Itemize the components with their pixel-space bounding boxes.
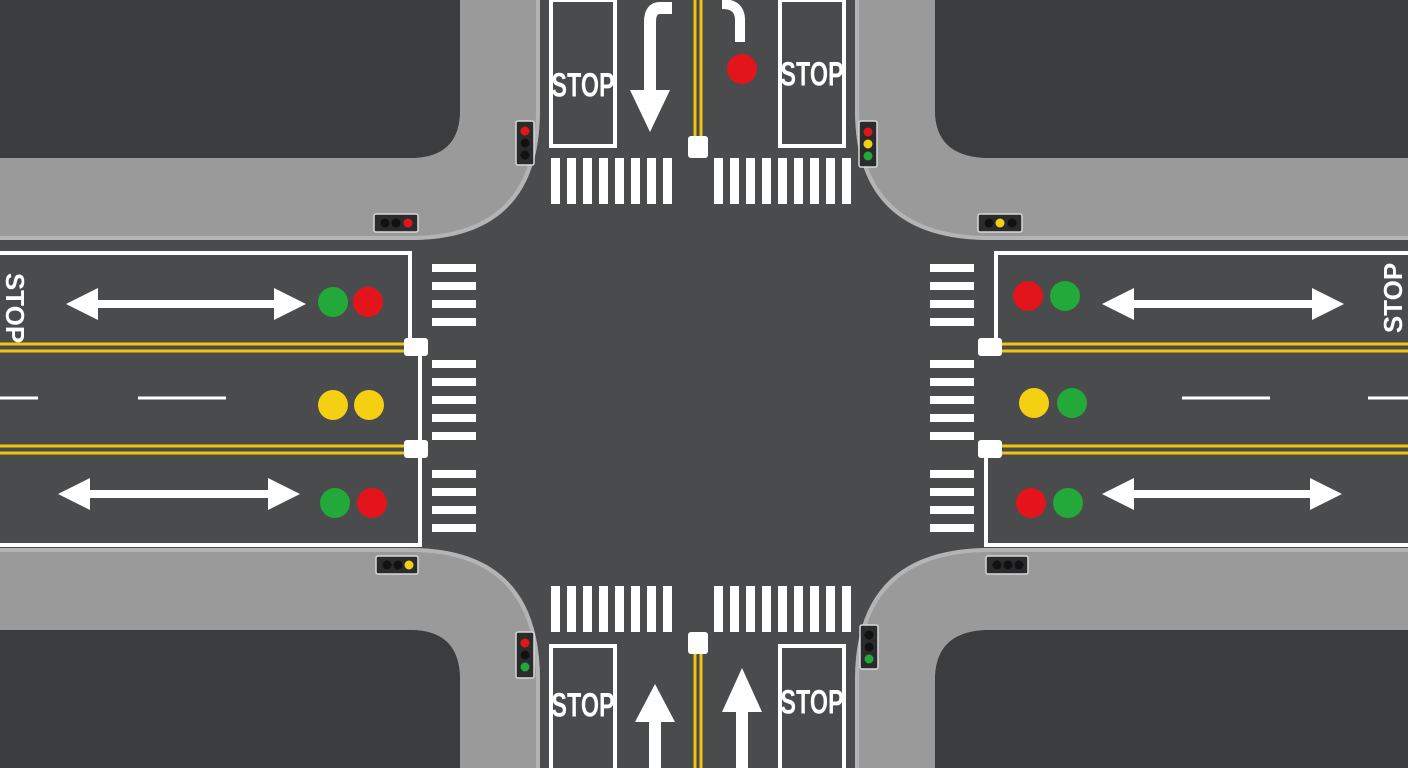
traffic-light-ne-vertical xyxy=(858,120,878,168)
sidewalk-nw xyxy=(0,0,540,240)
sidewalk-ne xyxy=(855,0,1408,240)
north-stop-label-left: STOP xyxy=(551,66,614,105)
north-approach: STOP STOP xyxy=(549,0,851,204)
west-stop-label: STOP xyxy=(0,273,30,343)
west-lane-border xyxy=(0,251,422,547)
south-arrow-left xyxy=(635,684,675,768)
north-stop-box-left xyxy=(549,0,617,148)
block-se xyxy=(935,630,1408,768)
east-middle-signal-yellow xyxy=(1019,388,1049,418)
east-top-signal-green xyxy=(1050,281,1080,311)
traffic-light-ne-horizontal xyxy=(977,213,1023,233)
traffic-light-se-vertical xyxy=(859,624,879,670)
traffic-light-sw-vertical xyxy=(515,631,535,679)
east-bottom-signal-green xyxy=(1053,488,1083,518)
west-top-signal-green xyxy=(318,287,348,317)
south-arrow-right xyxy=(722,668,762,768)
south-stop-label-left: STOP xyxy=(551,686,614,725)
north-stop-label-right: STOP xyxy=(780,55,843,94)
west-bottom-signal-red xyxy=(357,488,387,518)
west-middle-signal-yellow-1 xyxy=(318,390,348,420)
block-sw xyxy=(0,630,460,768)
sidewalk-se xyxy=(855,548,1408,768)
west-approach: STOP xyxy=(0,251,476,547)
south-crosswalk-right xyxy=(714,586,851,632)
sidewalk-sw xyxy=(0,548,540,768)
north-stop-box-right xyxy=(778,0,846,148)
north-turn-arrow xyxy=(644,2,672,95)
south-crosswalk-left xyxy=(551,586,672,632)
east-approach: STOP xyxy=(930,251,1408,547)
east-stop-label: STOP xyxy=(1378,263,1408,333)
west-crosswalk xyxy=(432,264,476,532)
east-middle-signal-green xyxy=(1057,388,1087,418)
north-lane-signal-red xyxy=(727,54,757,84)
south-approach: STOP STOP xyxy=(549,586,851,768)
east-top-signal-red xyxy=(1013,281,1043,311)
west-top-signal-red xyxy=(353,287,383,317)
west-bottom-signal-green xyxy=(320,488,350,518)
south-stop-box-left xyxy=(549,644,617,768)
block-ne xyxy=(935,0,1408,158)
north-right-turn-mark xyxy=(721,0,745,42)
traffic-light-nw-horizontal xyxy=(373,213,419,233)
traffic-light-se-horizontal xyxy=(985,555,1029,575)
east-lane-border xyxy=(984,251,1408,547)
traffic-light-sw-horizontal xyxy=(375,555,419,575)
west-middle-signal-yellow-2 xyxy=(354,390,384,420)
south-stop-label-right: STOP xyxy=(780,683,843,722)
east-crosswalk xyxy=(930,264,974,532)
traffic-light-nw-vertical xyxy=(515,120,535,166)
east-bottom-signal-red xyxy=(1016,488,1046,518)
north-crosswalk-right xyxy=(714,158,851,204)
south-stop-box-right xyxy=(778,644,846,768)
north-crosswalk-left xyxy=(551,158,672,204)
block-nw xyxy=(0,0,460,158)
